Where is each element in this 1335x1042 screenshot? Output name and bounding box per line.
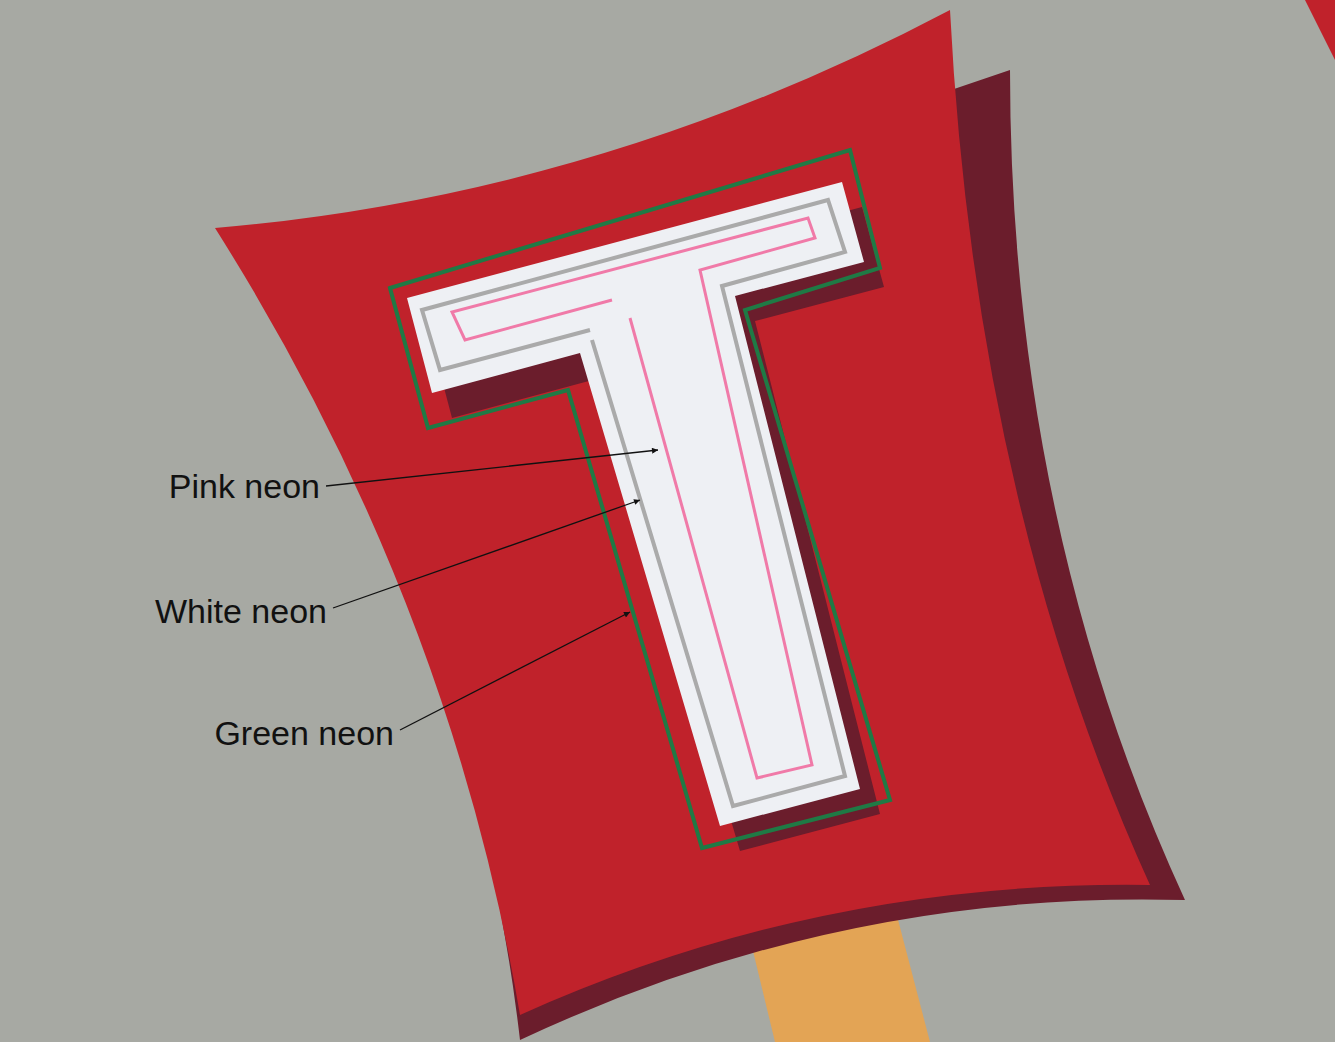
callout-label: Green neon bbox=[214, 716, 394, 750]
leader-line bbox=[333, 500, 640, 608]
green-neon-tube bbox=[390, 150, 890, 848]
callout-label: Pink neon bbox=[169, 469, 320, 503]
leader-line bbox=[400, 612, 630, 730]
leader-line bbox=[326, 450, 658, 486]
callout-label: White neon bbox=[155, 594, 327, 628]
white-neon-tube bbox=[422, 200, 845, 806]
corner-sign bbox=[1305, 0, 1335, 60]
sign-face bbox=[215, 10, 1150, 1015]
letter-t bbox=[407, 182, 864, 826]
pink-neon-tube bbox=[452, 218, 815, 778]
